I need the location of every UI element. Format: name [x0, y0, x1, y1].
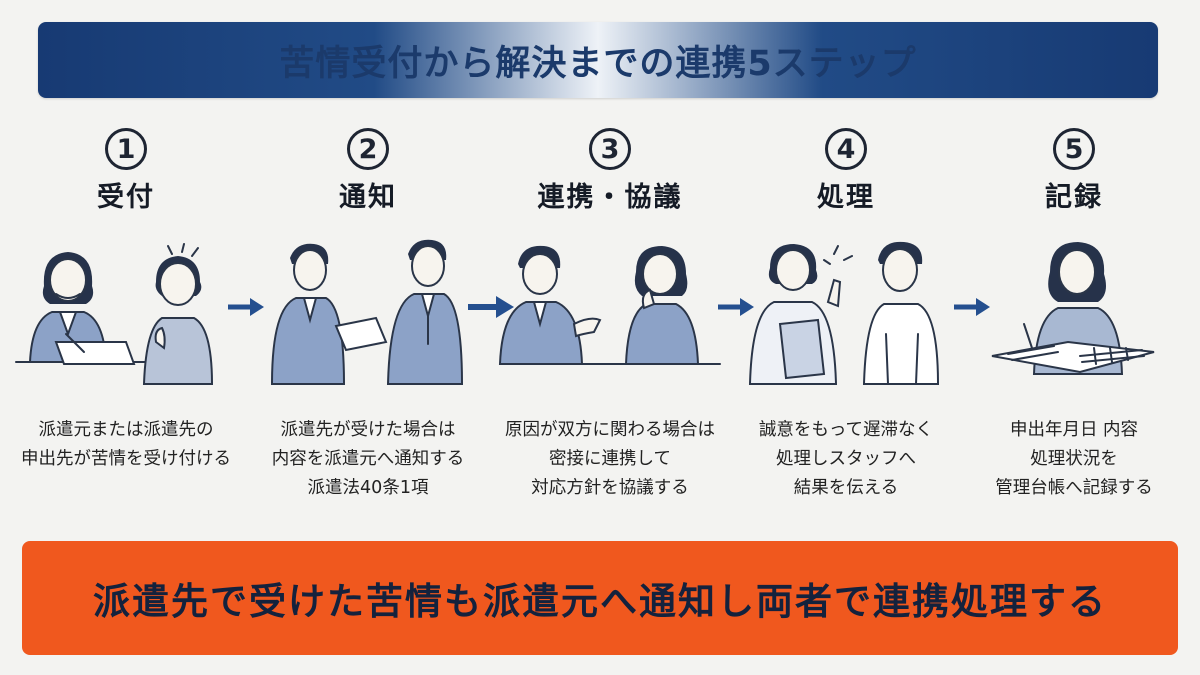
step-desc-line: 密接に連携して: [549, 449, 671, 469]
step-3: 3 連携・協議 原因が双方に関わる場合は 密接に連携して 対応方針を協議する: [490, 128, 730, 503]
step-desc-line: 派遣法40条1項: [307, 478, 429, 498]
step-description: 原因が双方に関わる場合は 密接に連携して 対応方針を協議する: [505, 416, 715, 503]
arrow-right-icon: [468, 296, 514, 318]
arrow-right-icon: [228, 298, 264, 316]
arrow-right-icon: [954, 298, 990, 316]
step-description: 誠意をもって遅滞なく 処理しスタッフへ 結果を伝える: [759, 416, 933, 503]
step-title: 記録: [1045, 182, 1103, 213]
title-banner: 苦情受付から解決までの連携5ステップ: [38, 22, 1158, 98]
step-1: 1 受付 派遣元または派遣先の 申出先が苦情を受け付ける: [6, 128, 246, 474]
step-5: 5 記録 申出年月日 内容 処理状況を 管理台帳へ記録する: [954, 128, 1194, 503]
step-2: 2 通知 派遣先が受けた場合は 内容を派遣元へ通知する 派遣法40条1項: [248, 128, 488, 503]
step-desc-line: 申出年月日 内容: [1009, 420, 1139, 440]
arrow-right-icon: [718, 298, 754, 316]
step-number: 5: [1053, 128, 1095, 170]
step-number: 3: [589, 128, 631, 170]
page-title: 苦情受付から解決までの連携5ステップ: [279, 43, 917, 84]
processing-illustration: [748, 241, 940, 385]
record-illustration: [991, 242, 1155, 375]
step-desc-line: 管理台帳へ記録する: [995, 478, 1153, 498]
step-desc-line: 派遣先が受けた場合は: [280, 420, 456, 440]
step-desc-line: 対応方針を協議する: [531, 478, 689, 498]
step-desc-line: 内容を派遣元へ通知する: [271, 449, 465, 469]
step-desc-line: 処理しスタッフへ: [776, 449, 916, 469]
step-description: 派遣元または派遣先の 申出先が苦情を受け付ける: [21, 416, 231, 474]
step-title: 通知: [339, 182, 397, 213]
step-desc-line: 誠意をもって遅滞なく: [758, 420, 934, 440]
step-desc-line: 処理状況を: [1030, 449, 1118, 469]
step-title: 受付: [97, 182, 155, 213]
step-number: 1: [105, 128, 147, 170]
step-desc-line: 結果を伝える: [793, 478, 899, 498]
step-4: 4 処理 誠意をもって遅滞なく 処理しスタッフへ 結果を伝える: [726, 128, 966, 503]
summary-text: 派遣先で受けた苦情も派遣元へ通知し両者で連携処理する: [93, 580, 1107, 623]
step-title: 処理: [817, 182, 875, 213]
step-desc-line: 原因が双方に関わる場合は: [505, 420, 715, 440]
step-desc-line: 申出先が苦情を受け付ける: [21, 449, 231, 469]
step-number: 4: [825, 128, 867, 170]
step-description: 申出年月日 内容 処理状況を 管理台帳へ記録する: [995, 416, 1153, 503]
discussion-illustration: [498, 245, 721, 365]
step-number: 2: [347, 128, 389, 170]
handover-illustration: [270, 239, 464, 385]
step-description: 派遣先が受けた場合は 内容を派遣元へ通知する 派遣法40条1項: [272, 416, 465, 503]
step-title: 連携・協議: [537, 182, 683, 213]
step-desc-line: 派遣元または派遣先の: [38, 420, 214, 440]
summary-banner: 派遣先で受けた苦情も派遣元へ通知し両者で連携処理する: [22, 541, 1178, 655]
reception-illustration: [15, 243, 214, 385]
